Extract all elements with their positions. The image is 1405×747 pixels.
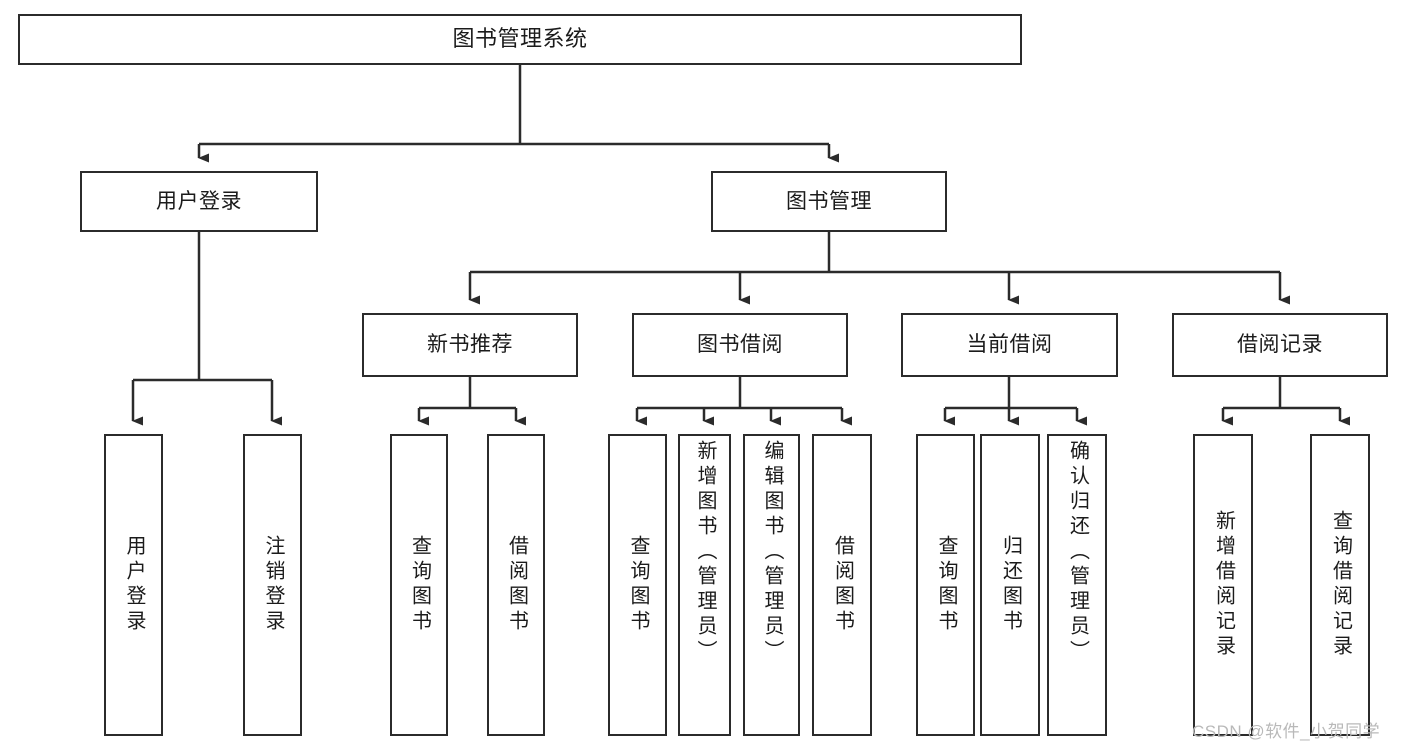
node-leaf-user-logout-label: 注销登录 xyxy=(262,535,284,635)
node-leaf-confirm-return-admin-label: 确认归还（管理员） xyxy=(1066,440,1089,665)
connector-newbook-to-leaves xyxy=(417,377,526,426)
node-new-book-recommend-label: 新书推荐 xyxy=(427,333,513,357)
node-leaf-query-borrow-record-label: 查询借阅记录 xyxy=(1329,510,1352,660)
connector-root-to-level2 xyxy=(197,65,839,163)
node-current-borrow[interactable]: 当前借阅 xyxy=(901,313,1118,377)
node-root[interactable]: 图书管理系统 xyxy=(18,14,1022,65)
node-leaf-return-book[interactable]: 归还图书 xyxy=(980,434,1040,736)
node-current-borrow-label: 当前借阅 xyxy=(966,333,1053,357)
node-leaf-edit-book-admin-label: 编辑图书（管理员） xyxy=(761,440,783,665)
node-leaf-add-borrow-record[interactable]: 新增借阅记录 xyxy=(1193,434,1253,736)
node-leaf-query-book-borrow-label: 查询图书 xyxy=(627,535,649,635)
connector-borrowrecord-to-leaves xyxy=(1221,377,1350,426)
node-user-login-label: 用户登录 xyxy=(156,189,242,213)
connector-bookmanage-to-level3 xyxy=(468,232,1290,305)
node-leaf-borrow-book-rec-label: 借阅图书 xyxy=(505,535,528,635)
node-book-borrow[interactable]: 图书借阅 xyxy=(632,313,848,377)
node-new-book-recommend[interactable]: 新书推荐 xyxy=(362,313,578,377)
connector-userlogin-to-leaves xyxy=(131,232,282,426)
node-user-login[interactable]: 用户登录 xyxy=(80,171,318,232)
node-leaf-user-logout[interactable]: 注销登录 xyxy=(243,434,302,736)
node-leaf-return-book-label: 归还图书 xyxy=(999,535,1022,635)
node-book-borrow-label: 图书借阅 xyxy=(697,333,783,357)
node-book-manage[interactable]: 图书管理 xyxy=(711,171,947,232)
node-leaf-add-borrow-record-label: 新增借阅记录 xyxy=(1212,510,1235,660)
node-leaf-edit-book-admin[interactable]: 编辑图书（管理员） xyxy=(743,434,800,736)
node-leaf-query-book-rec[interactable]: 查询图书 xyxy=(390,434,448,736)
node-leaf-borrow-book-rec[interactable]: 借阅图书 xyxy=(487,434,545,736)
node-leaf-borrow-book-label: 借阅图书 xyxy=(831,535,854,635)
node-book-manage-label: 图书管理 xyxy=(786,189,872,213)
node-leaf-user-login-label: 用户登录 xyxy=(123,535,145,635)
connector-bookborrow-to-leaves xyxy=(635,377,852,426)
node-borrow-record[interactable]: 借阅记录 xyxy=(1172,313,1388,377)
node-leaf-borrow-book[interactable]: 借阅图书 xyxy=(812,434,872,736)
node-leaf-add-book-admin-label: 新增图书（管理员） xyxy=(694,440,716,665)
node-leaf-query-book-cur-label: 查询图书 xyxy=(935,535,957,635)
node-leaf-query-book-borrow[interactable]: 查询图书 xyxy=(608,434,667,736)
connector-currentborrow-to-leaves xyxy=(943,377,1087,426)
node-leaf-query-borrow-record[interactable]: 查询借阅记录 xyxy=(1310,434,1370,736)
node-root-label: 图书管理系统 xyxy=(452,26,588,52)
node-leaf-query-book-rec-label: 查询图书 xyxy=(408,535,431,635)
node-borrow-record-label: 借阅记录 xyxy=(1237,333,1323,357)
node-leaf-user-login[interactable]: 用户登录 xyxy=(104,434,163,736)
node-leaf-add-book-admin[interactable]: 新增图书（管理员） xyxy=(678,434,731,736)
node-leaf-query-book-cur[interactable]: 查询图书 xyxy=(916,434,975,736)
node-leaf-confirm-return-admin[interactable]: 确认归还（管理员） xyxy=(1047,434,1107,736)
